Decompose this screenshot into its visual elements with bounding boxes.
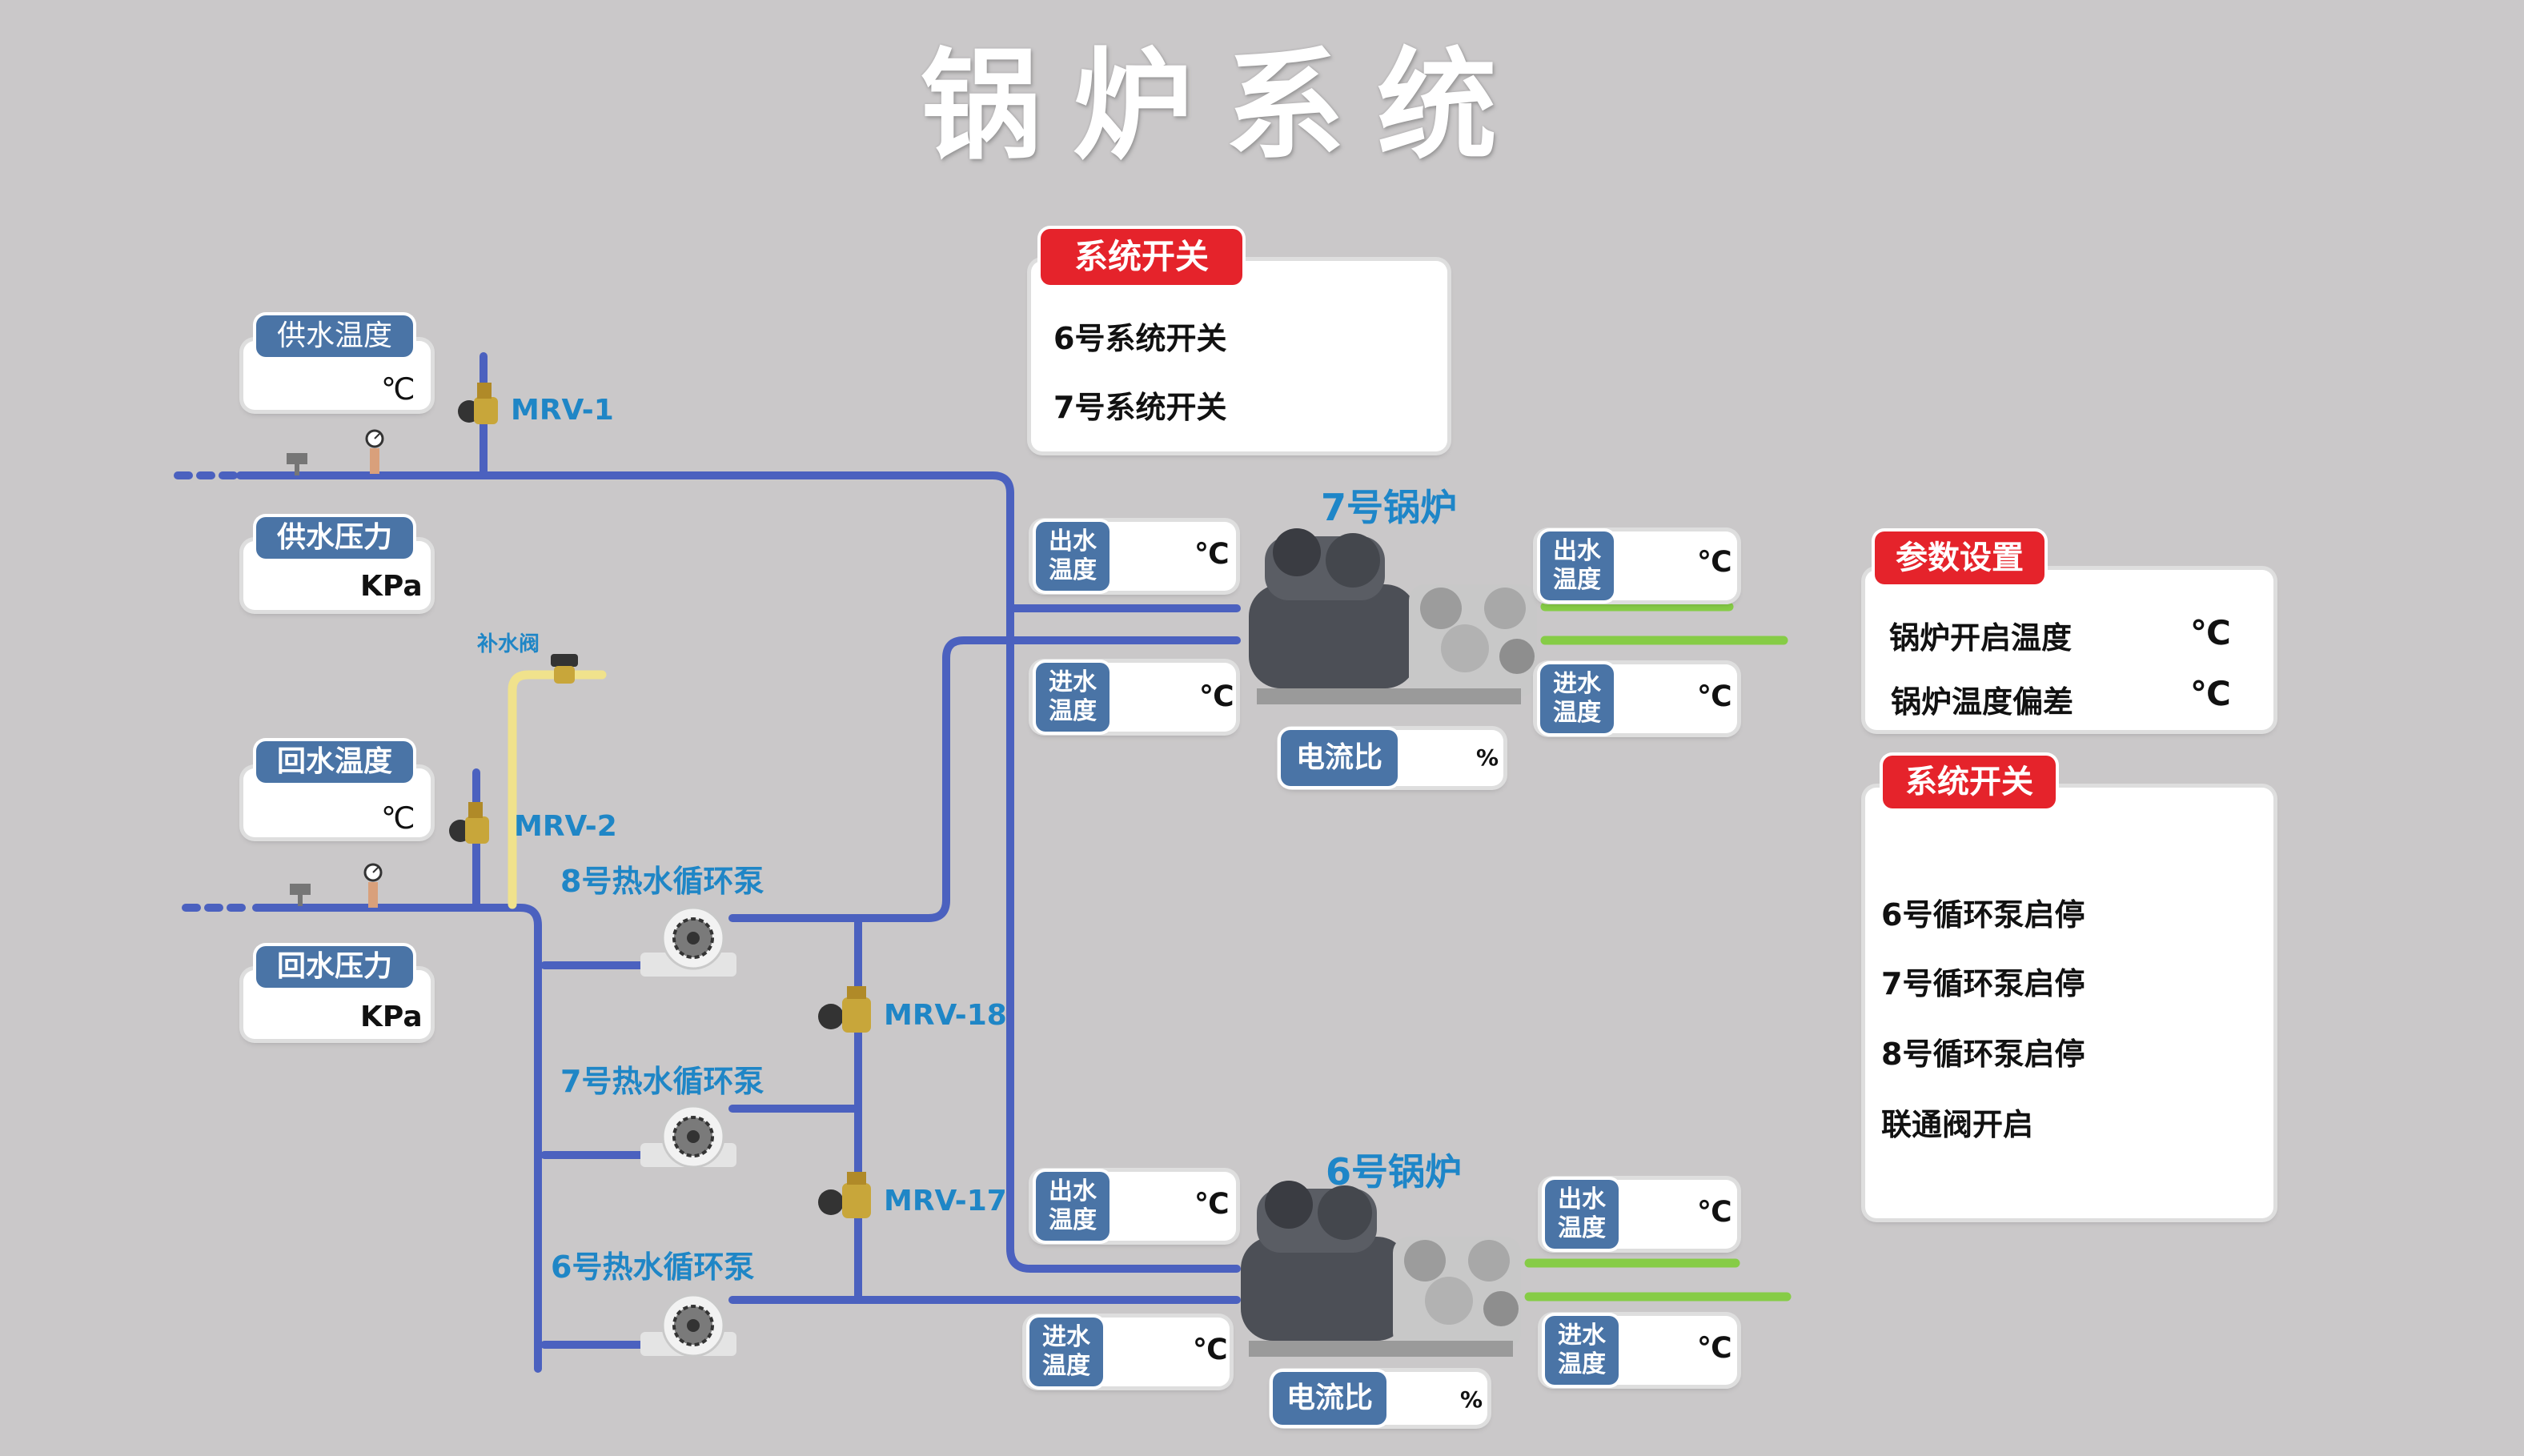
system-switch-panel-right [1865, 788, 2273, 1218]
params-panel [1865, 570, 2273, 730]
pump-6-label: 6号热水循环泵 [551, 1249, 755, 1285]
param-open-temp-unit: ℃ [2190, 613, 2231, 652]
pump-8-label: 8号热水循环泵 [560, 864, 764, 899]
makeup-valve[interactable] [551, 654, 578, 684]
return-sensor [290, 884, 311, 906]
pump-7-label: 7号热水循环泵 [560, 1064, 764, 1099]
pump-6[interactable] [640, 1294, 736, 1358]
boiler7-left-in-label: 进水温度 [1036, 663, 1110, 732]
pump-7[interactable] [640, 1105, 736, 1169]
system-switch-panel-top [1031, 261, 1447, 451]
boiler7-current-label: 电流比 [1281, 730, 1398, 786]
supply-gauge [365, 429, 384, 474]
boiler6-current-unit: % [1460, 1386, 1483, 1413]
pump-8[interactable] [640, 906, 736, 977]
boiler6-left-in-unit: ℃ [1193, 1334, 1228, 1366]
boiler6-left-out-label: 出水温度 [1036, 1172, 1110, 1241]
boiler7-left-out-label: 出水温度 [1036, 522, 1110, 591]
boiler7-left-out-unit: ℃ [1194, 538, 1230, 571]
valve-mrv18[interactable] [818, 986, 871, 1033]
blue-pipes [174, 352, 1241, 1373]
boiler7-right-out-label: 出水温度 [1540, 531, 1614, 600]
supply-sensor [287, 453, 307, 475]
param-deviation-unit: ℃ [2190, 674, 2231, 713]
makeup-pipe [508, 670, 607, 909]
boiler-6-unit[interactable] [1241, 1181, 1521, 1357]
boiler7-right-in-label: 进水温度 [1540, 664, 1614, 733]
boiler6-right-out-unit: ℃ [1697, 1196, 1732, 1229]
return-pressure-label: 回水压力 [256, 946, 413, 988]
boiler6-left-out-unit: ℃ [1194, 1188, 1230, 1221]
boiler6-left-in-label: 进水温度 [1029, 1318, 1103, 1386]
valve-mrv18-label: MRV-18 [884, 999, 1007, 1032]
valve-mrv1[interactable] [458, 383, 498, 424]
valve-mrv2[interactable] [449, 802, 489, 844]
pump-6-switch[interactable]: 6号循环泵启停 [1881, 897, 2085, 933]
supply-temp-unit: ℃ [381, 371, 415, 407]
pump-8-switch[interactable]: 8号循环泵启停 [1881, 1037, 2085, 1072]
boiler7-current-unit: % [1476, 744, 1499, 771]
return-temp-unit: ℃ [381, 800, 415, 836]
boiler7-right-out-unit: ℃ [1697, 546, 1732, 579]
switch-item-7[interactable]: 7号系统开关 [1053, 390, 1227, 425]
params-title: 参数设置 [1875, 531, 2044, 584]
switch-item-6[interactable]: 6号系统开关 [1053, 321, 1227, 356]
page-title: 锅炉系统 [920, 35, 1529, 176]
param-open-temp-label: 锅炉开启温度 [1889, 620, 2073, 656]
boiler-6-title: 6号锅炉 [1326, 1150, 1463, 1193]
boiler7-left-in-unit: ℃ [1199, 680, 1234, 713]
system-switch-title-top: 系统开关 [1041, 229, 1242, 285]
boiler-7-title: 7号锅炉 [1321, 486, 1458, 529]
boiler6-current-label: 电流比 [1273, 1372, 1386, 1425]
boiler7-right-in-unit: ℃ [1697, 680, 1732, 713]
supply-pressure-label: 供水压力 [256, 517, 413, 559]
valve-mrv2-label: MRV-2 [514, 810, 617, 843]
supply-pressure-unit: KPa [360, 570, 423, 603]
supply-temp-label: 供水温度 [256, 315, 413, 357]
valve-mrv17[interactable] [818, 1172, 871, 1218]
return-pressure-unit: KPa [360, 1001, 423, 1033]
link-valve-switch[interactable]: 联通阀开启 [1881, 1107, 2034, 1142]
return-temp-label: 回水温度 [256, 741, 413, 783]
boiler6-right-out-label: 出水温度 [1545, 1180, 1619, 1249]
green-pipes [1524, 602, 1792, 1302]
system-switch-title-right: 系统开关 [1883, 756, 2056, 808]
valve-mrv1-label: MRV-1 [511, 394, 614, 427]
boiler6-right-in-unit: ℃ [1697, 1332, 1732, 1365]
boiler6-right-in-label: 进水温度 [1545, 1316, 1619, 1385]
pump-7-switch[interactable]: 7号循环泵启停 [1881, 966, 2085, 1001]
makeup-valve-label: 补水阀 [477, 632, 540, 656]
boiler-7-unit[interactable] [1249, 528, 1537, 704]
return-gauge [363, 863, 383, 908]
valve-mrv17-label: MRV-17 [884, 1185, 1007, 1217]
param-deviation-label: 锅炉温度偏差 [1891, 684, 2074, 720]
